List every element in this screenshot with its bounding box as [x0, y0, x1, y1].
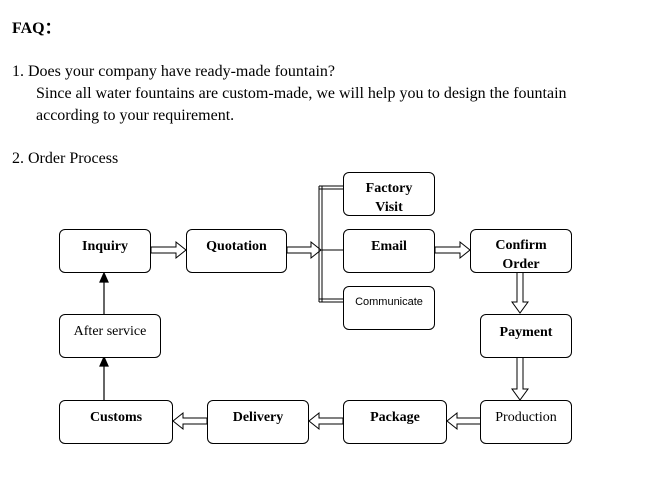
step-package-label: Package: [370, 410, 420, 425]
answer-1-line-1: Since all water fountains are custom-mad…: [36, 85, 567, 102]
step-customs-label: Customs: [89, 410, 143, 425]
step-delivery-label: Delivery: [232, 410, 284, 425]
step-payment-label: Payment: [499, 325, 553, 340]
step-production-label: Production: [495, 410, 557, 425]
step-factory-visit: Factory Visit: [343, 172, 435, 216]
step-confirm-order: Confirm Order: [470, 229, 572, 273]
step-confirm-order-line1: Confirm: [495, 238, 547, 253]
step-payment: Payment: [480, 314, 572, 358]
step-delivery: Delivery: [207, 400, 309, 444]
step-after-service: After service: [59, 314, 161, 358]
faq-heading: FAQ：: [12, 20, 61, 37]
arrow-package-to-delivery: [308, 411, 344, 431]
arrow-production-to-package: [446, 411, 482, 431]
arrow-quotation-to-branch: [286, 240, 322, 260]
step-communicate: Communicate: [343, 286, 435, 330]
step-after-service-label: After service: [73, 324, 147, 339]
step-factory-visit-line2: Visit: [375, 200, 403, 215]
step-inquiry: Inquiry: [59, 229, 151, 273]
step-inquiry-label: Inquiry: [82, 239, 128, 254]
question-1: 1. Does your company have ready-made fou…: [12, 63, 335, 80]
step-factory-visit-line1: Factory: [365, 181, 413, 196]
step-production: Production: [480, 400, 572, 444]
step-package: Package: [343, 400, 447, 444]
answer-1-line-2: according to your requirement.: [36, 107, 235, 124]
arrow-inquiry-to-quotation: [150, 240, 187, 260]
step-customs: Customs: [59, 400, 173, 444]
step-email-label: Email: [371, 239, 407, 254]
step-email: Email: [343, 229, 435, 273]
arrow-delivery-to-customs: [172, 411, 208, 431]
arrow-confirm-to-payment: [511, 271, 529, 314]
arrow-email-to-confirm: [434, 240, 471, 260]
arrow-payment-to-production: [511, 356, 529, 401]
step-quotation-label: Quotation: [206, 239, 267, 254]
question-2: 2. Order Process: [12, 150, 119, 167]
step-quotation: Quotation: [186, 229, 287, 273]
branch-bracket: [318, 185, 344, 303]
step-communicate-label: Communicate: [355, 296, 423, 308]
step-confirm-order-line2: Order: [502, 257, 540, 272]
